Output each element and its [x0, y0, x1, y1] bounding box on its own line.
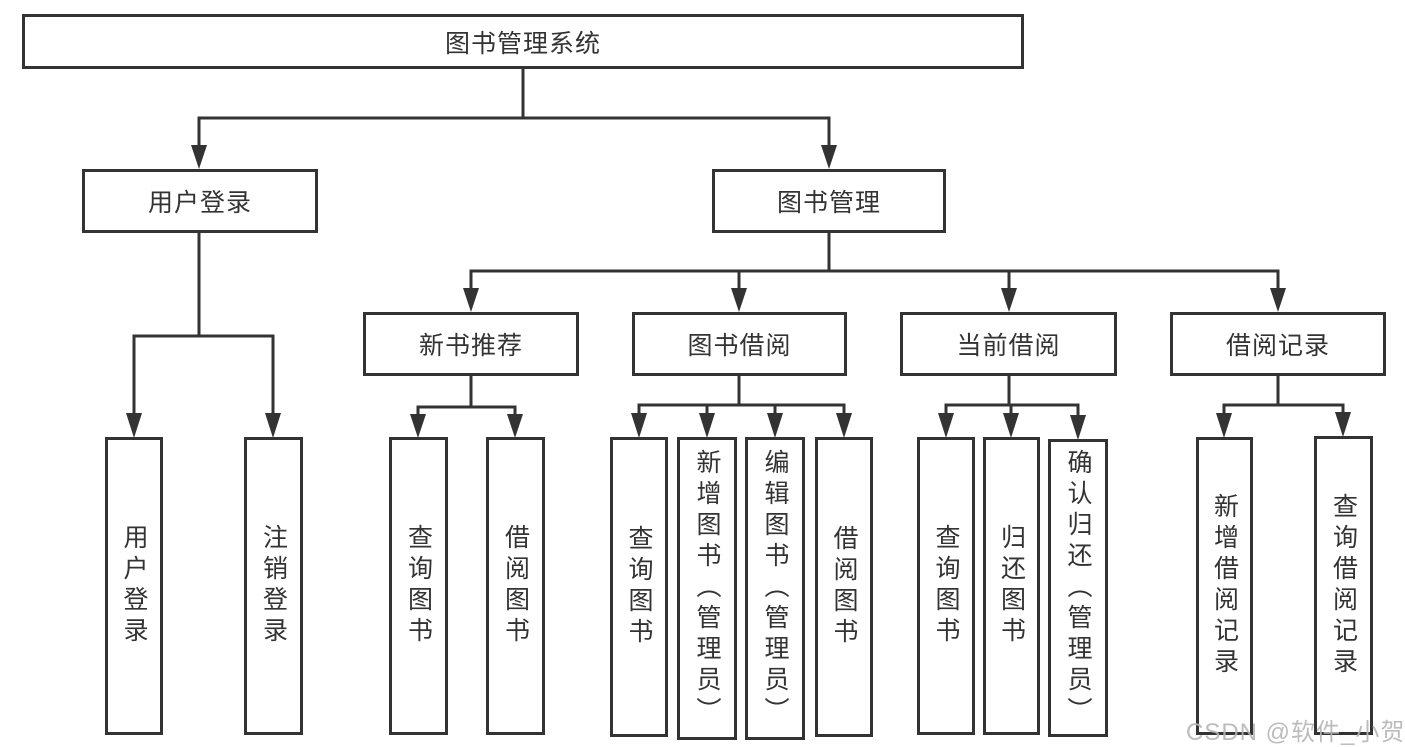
connector-book-borrow-children — [631, 374, 852, 438]
node-book-management-label: 图书管理 — [776, 189, 881, 217]
connector-current-borrow-children — [938, 374, 1086, 440]
node-new-book-recommend: 新书推荐 — [363, 312, 579, 376]
node-book-management: 图书管理 — [712, 169, 946, 233]
connector-root-to-level2 — [191, 66, 837, 169]
leaf-add-books-admin: 新增图书（管理员） — [677, 437, 737, 740]
connector-user-login-children — [126, 231, 281, 438]
leaf-edit-books-admin: 编辑图书（管理员） — [745, 437, 805, 740]
leaf-query-books-recommend: 查询图书 — [389, 437, 448, 735]
connector-book-management-children — [463, 231, 1286, 312]
node-new-book-recommend-label: 新书推荐 — [418, 332, 523, 360]
leaf-borrow-books-recommend-label: 借阅图书 — [501, 524, 530, 648]
leaf-edit-books-admin-label: 编辑图书（管理员） — [761, 449, 789, 728]
leaf-query-books-recommend-label: 查询图书 — [404, 524, 433, 648]
node-library-system: 图书管理系统 — [22, 14, 1024, 69]
connector-borrow-records-children — [1216, 374, 1351, 438]
leaf-borrow-books-borrow: 借阅图书 — [815, 437, 873, 737]
leaf-query-books-current: 查询图书 — [917, 437, 975, 735]
leaf-confirm-return-admin-label: 确认归还（管理员） — [1064, 448, 1092, 728]
leaf-borrow-books-borrow-label: 借阅图书 — [830, 525, 858, 649]
leaf-logout-login-label: 注销登录 — [259, 524, 288, 648]
leaf-logout-login: 注销登录 — [244, 437, 303, 735]
leaf-add-borrow-record: 新增借阅记录 — [1196, 437, 1253, 735]
leaf-query-borrow-record: 查询借阅记录 — [1314, 436, 1373, 735]
node-current-borrow: 当前借阅 — [900, 312, 1117, 376]
node-borrow-records-label: 借阅记录 — [1225, 332, 1330, 360]
leaf-query-borrow-record-label: 查询借阅记录 — [1329, 492, 1358, 679]
node-book-borrow: 图书借阅 — [632, 312, 847, 376]
node-user-login-label: 用户登录 — [147, 189, 252, 217]
connector-new-book-children — [410, 374, 523, 438]
leaf-confirm-return-admin: 确认归还（管理员） — [1048, 439, 1108, 737]
csdn-watermark: CSDN @软件_小贺同学 — [1186, 719, 1405, 746]
node-current-borrow-label: 当前借阅 — [956, 332, 1061, 360]
node-borrow-records: 借阅记录 — [1170, 312, 1386, 376]
leaf-query-books-current-label: 查询图书 — [932, 524, 960, 648]
leaf-user-login: 用户登录 — [105, 437, 163, 735]
node-library-system-label: 图书管理系统 — [444, 29, 601, 58]
leaf-add-borrow-record-label: 新增借阅记录 — [1210, 493, 1239, 679]
node-user-login: 用户登录 — [82, 169, 318, 233]
leaf-return-books: 归还图书 — [983, 437, 1040, 735]
node-book-borrow-label: 图书借阅 — [687, 332, 792, 360]
leaf-add-books-admin-label: 新增图书（管理员） — [693, 449, 721, 728]
leaf-query-books-borrow-label: 查询图书 — [625, 525, 653, 649]
leaf-borrow-books-recommend: 借阅图书 — [486, 437, 545, 735]
leaf-user-login-label: 用户登录 — [120, 524, 148, 648]
leaf-query-books-borrow: 查询图书 — [610, 437, 668, 737]
leaf-return-books-label: 归还图书 — [997, 524, 1026, 648]
